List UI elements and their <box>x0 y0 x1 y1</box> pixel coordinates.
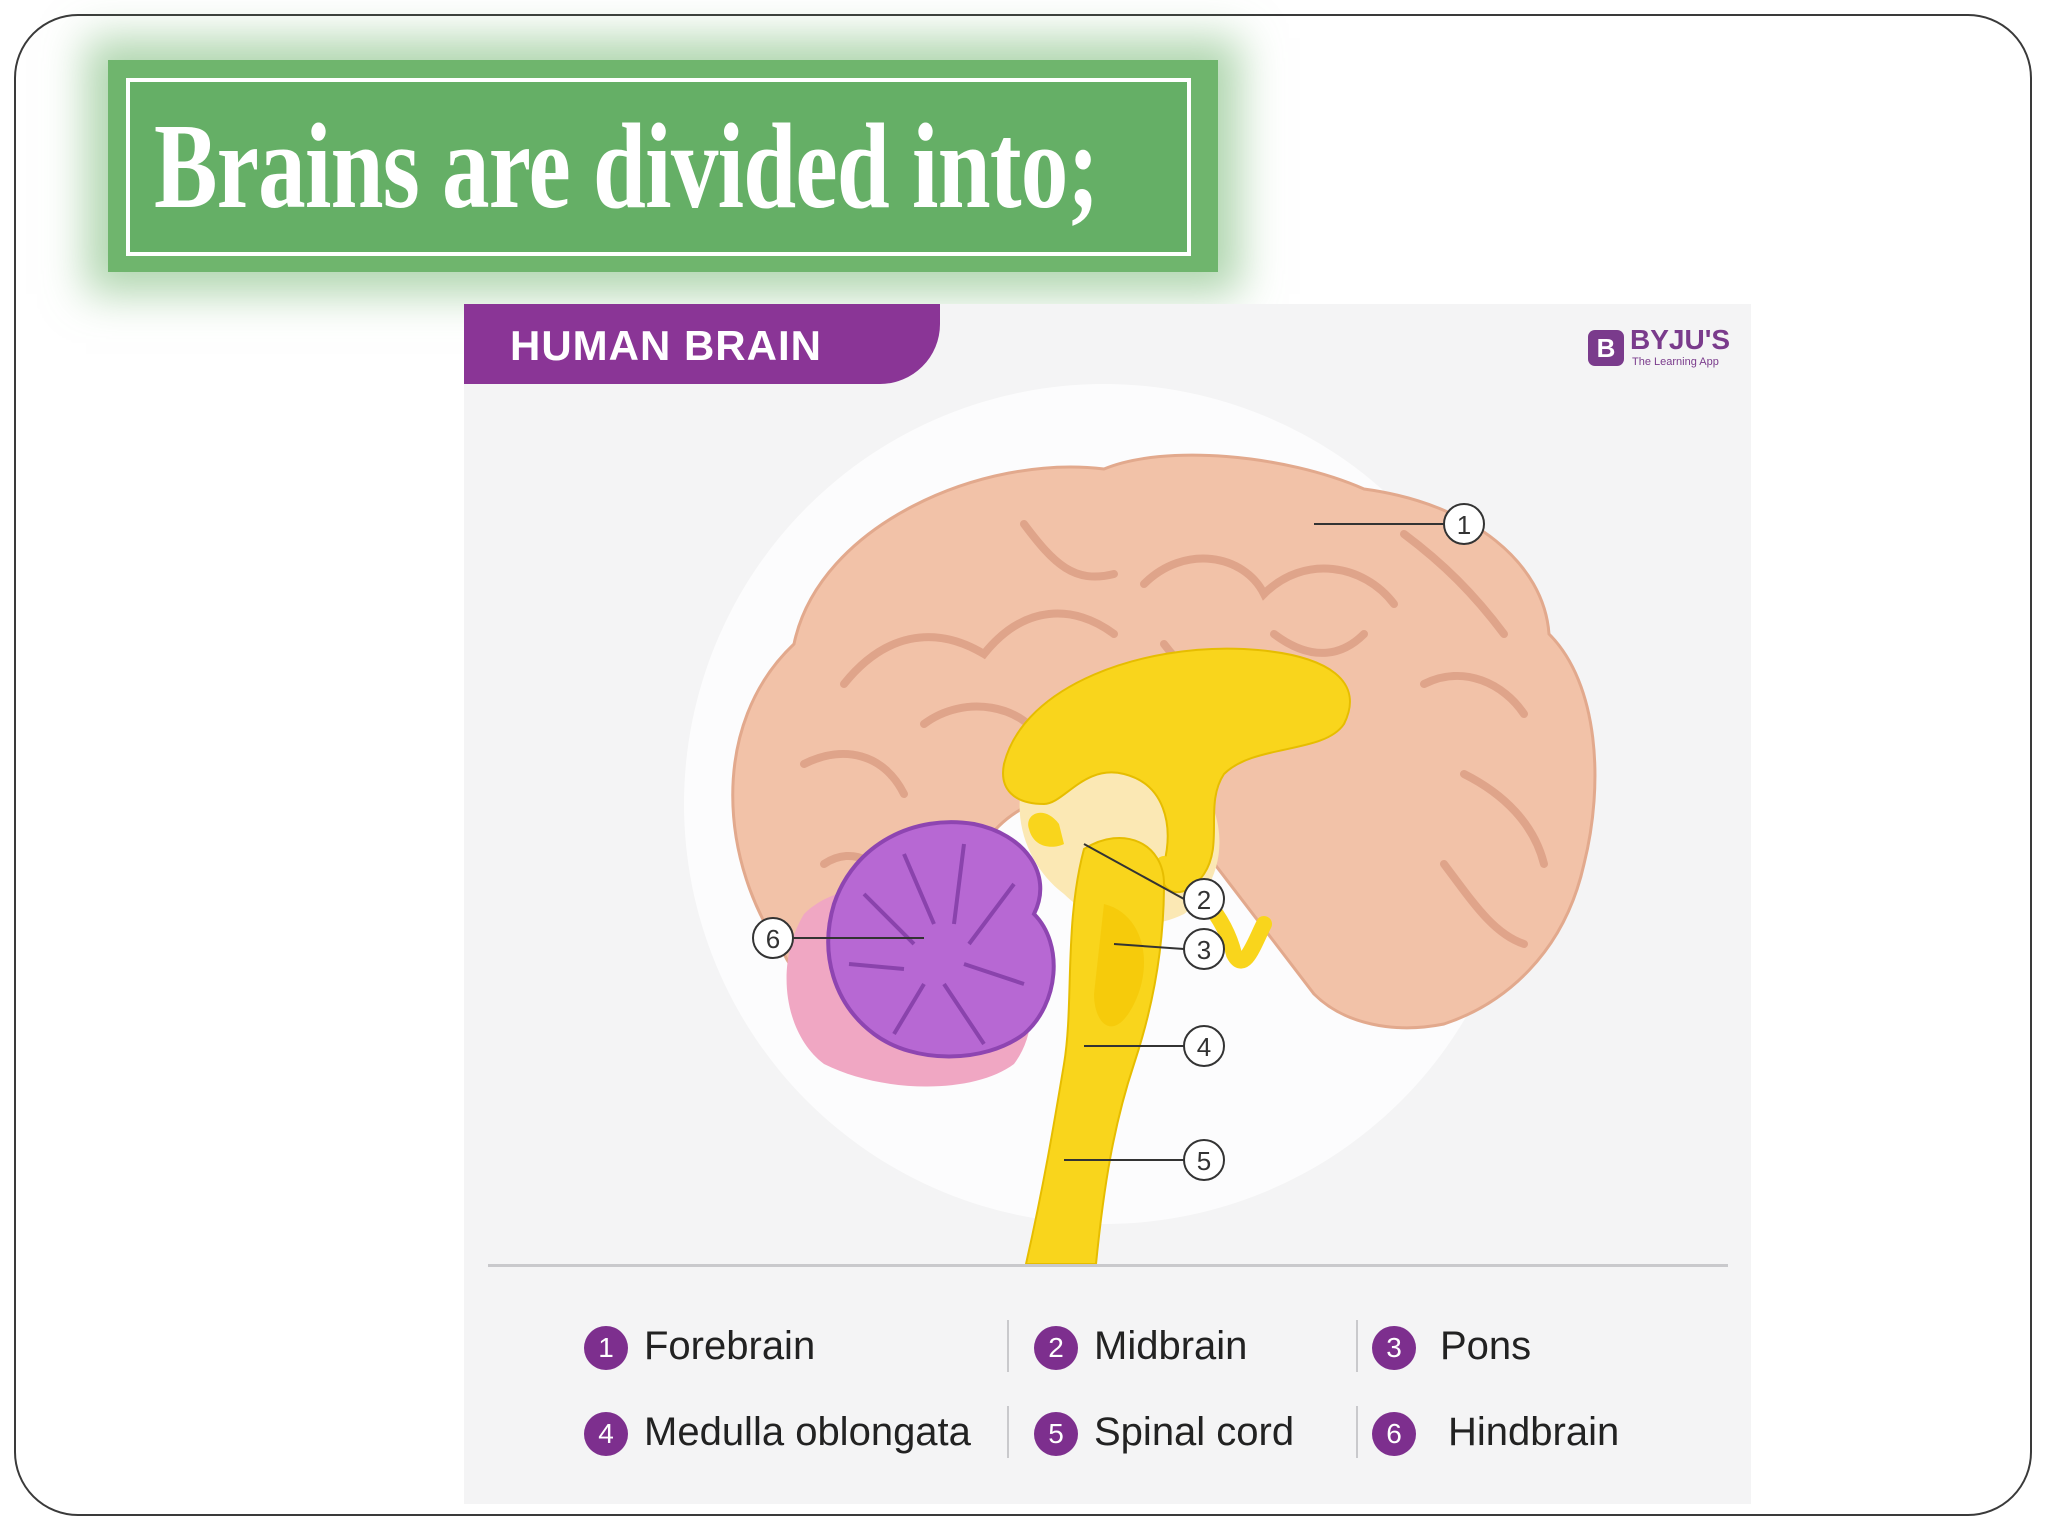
midbrain <box>1028 812 1064 847</box>
legend-label: Midbrain <box>1094 1324 1248 1368</box>
legend-number-badge: 5 <box>1034 1412 1078 1456</box>
legend-label: Forebrain <box>644 1324 816 1368</box>
callout-lines <box>789 523 1444 1161</box>
callout-1: 1 <box>1443 503 1485 545</box>
legend-separator <box>1007 1320 1009 1372</box>
human-brain-figure: HUMAN BRAIN B BYJU'S The Learning App <box>464 304 1751 1504</box>
callout-4: 4 <box>1183 1025 1225 1067</box>
legend-separator <box>1007 1406 1009 1458</box>
legend-number-badge: 2 <box>1034 1326 1078 1370</box>
callout-2-number: 2 <box>1197 885 1211 915</box>
cerebellum <box>826 820 1056 1059</box>
legend-divider <box>488 1264 1728 1267</box>
title-banner: Brains are divided into; <box>126 78 1191 256</box>
brand-logo: B BYJU'S The Learning App <box>1588 324 1738 372</box>
slide-title: Brains are divided into; <box>154 99 1099 234</box>
legend-label: Pons <box>1440 1324 1532 1368</box>
legend-number-badge: 3 <box>1372 1326 1416 1370</box>
figure-header: HUMAN BRAIN <box>464 304 940 384</box>
callout-2: 2 <box>1183 878 1225 920</box>
callout-1-number: 1 <box>1457 510 1471 540</box>
callout-6: 6 <box>752 917 794 959</box>
figure-header-title: HUMAN BRAIN <box>510 322 822 369</box>
brand-tagline: The Learning App <box>1632 356 1719 368</box>
legend-label: Spinal cord <box>1094 1410 1295 1454</box>
pons <box>1094 904 1144 1027</box>
legend-separator <box>1356 1320 1358 1372</box>
legend-label: Hindbrain <box>1448 1410 1620 1454</box>
callout-3-number: 3 <box>1197 935 1211 965</box>
legend-number-badge: 1 <box>584 1326 628 1370</box>
callout-6-number: 6 <box>766 924 780 954</box>
callout-5-number: 5 <box>1197 1146 1211 1176</box>
callout-5: 5 <box>1183 1139 1225 1181</box>
fornix <box>1156 856 1272 969</box>
legend-number-badge: 6 <box>1372 1412 1416 1456</box>
legend-separator <box>1356 1406 1358 1458</box>
brand-name: BYJU'S <box>1630 324 1731 355</box>
legend-label: Medulla oblongata <box>644 1410 971 1454</box>
legend-number-badge: 4 <box>584 1412 628 1456</box>
callout-4-number: 4 <box>1197 1032 1211 1062</box>
brand-logo-icon: B <box>1588 330 1624 366</box>
callout-3: 3 <box>1183 928 1225 970</box>
brain-diagram: 1 2 3 4 5 6 <box>684 384 1597 1264</box>
corpus-callosum <box>1002 647 1351 894</box>
